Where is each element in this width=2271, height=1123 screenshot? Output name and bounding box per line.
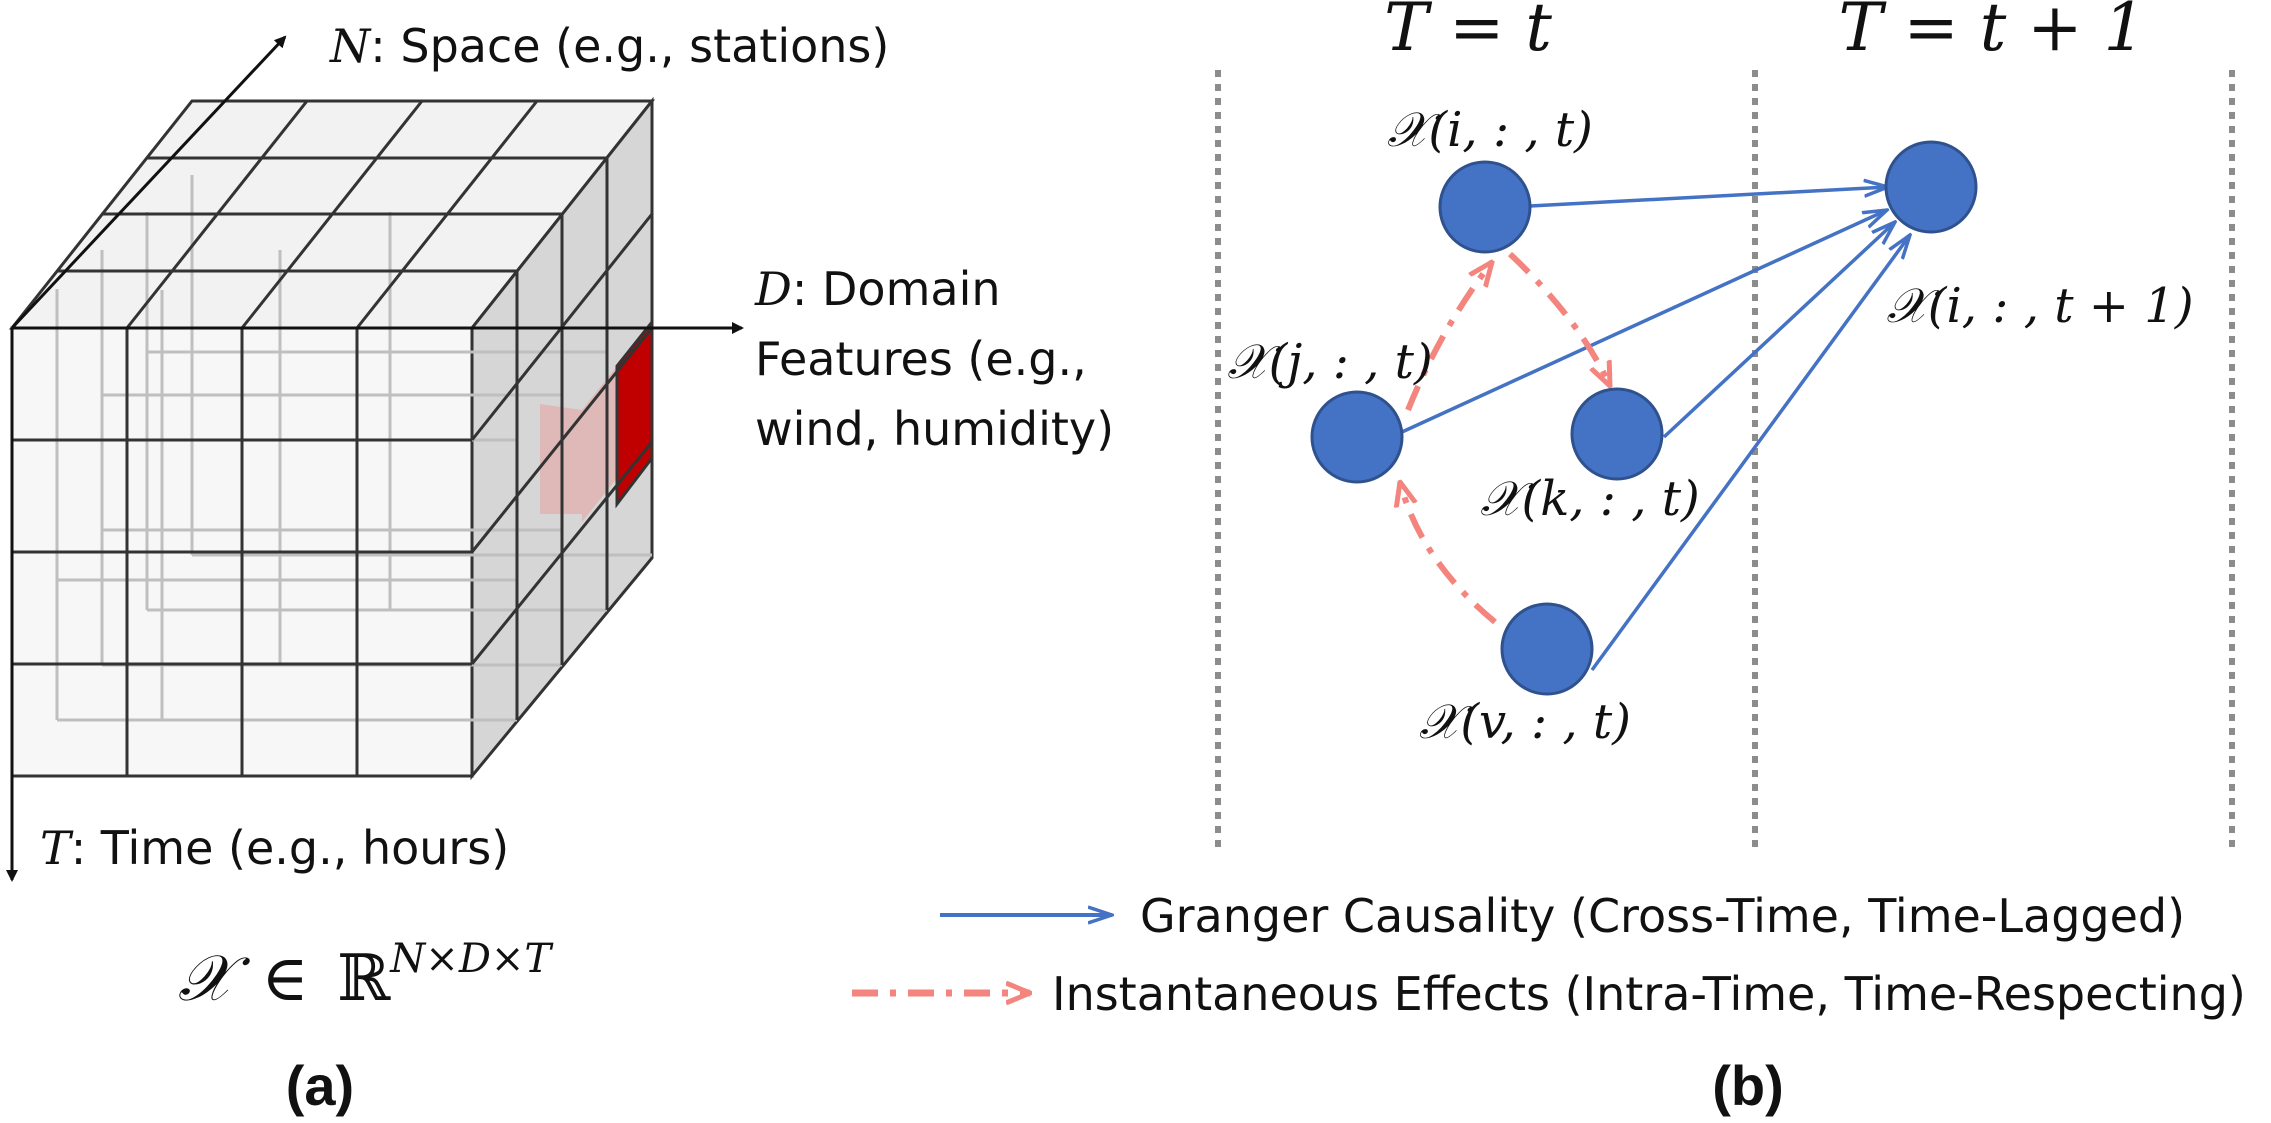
- legend: Granger Causality (Cross-Time, Time-Lagg…: [852, 889, 2246, 1021]
- formula-lhs: 𝒳: [178, 942, 251, 1016]
- axis-t-desc: : Time (e.g., hours): [71, 821, 510, 875]
- highlight-cell: [615, 317, 654, 509]
- node-label-j-t: 𝒳(j, : , t): [1227, 334, 1432, 390]
- tensor-formula: 𝒳 ∈ ℝN×D×T: [178, 936, 554, 1016]
- node-label-i-t: 𝒳(i, : , t): [1387, 102, 1593, 158]
- edge-v-to-i1: [1590, 235, 1910, 672]
- edge-k-to-i1: [1662, 222, 1895, 439]
- data-cube: [8, 96, 656, 781]
- legend-instant-label: Instantaneous Effects (Intra-Time, Time-…: [1052, 967, 2246, 1021]
- highlight-slab-shadow: [540, 366, 617, 522]
- panel-a: N: Space (e.g., stations) D: Domain Feat…: [6, 19, 1114, 1117]
- node-j-t: [1310, 390, 1404, 484]
- cube-right-grid: [470, 158, 654, 720]
- cube-front-grid: [12, 328, 472, 776]
- axis-d-label-line1: D: Domain: [754, 262, 1001, 316]
- panel-a-label: (a): [286, 1054, 354, 1117]
- granger-edges: [1401, 187, 1910, 672]
- instant-edges: [1400, 251, 1613, 625]
- axis-t-var: T: [40, 821, 74, 875]
- axis-d-label-line2: Features (e.g.,: [755, 332, 1087, 386]
- edge-v-to-j: [1400, 482, 1497, 625]
- node-label-v-t: 𝒳(v, : , t): [1419, 694, 1631, 750]
- panel-b: T = t T = t + 1 𝒳(i, : , t) 𝒳(j, : , t) …: [852, 0, 2246, 1117]
- column-header-t: T = t: [1384, 0, 1552, 66]
- axis-n-arrow: [10, 35, 287, 330]
- node-i-t: [1438, 160, 1532, 254]
- column-header-t-plus-1: T = t + 1: [1838, 0, 2145, 66]
- axis-n-desc: : Space (e.g., stations): [370, 19, 889, 73]
- node-k-t: [1570, 387, 1664, 481]
- node-i-t1: [1884, 140, 1978, 234]
- axis-t-label: T: Time (e.g., hours): [40, 821, 509, 875]
- formula-in: ∈: [261, 942, 308, 1016]
- edge-j-to-i: [1405, 262, 1492, 412]
- axis-d-var: D: [754, 262, 792, 316]
- formula-set: ℝ: [337, 942, 391, 1016]
- legend-granger-label: Granger Causality (Cross-Time, Time-Lagg…: [1140, 889, 2185, 943]
- axis-n-var: N: [329, 19, 372, 73]
- axis-n-label: N: Space (e.g., stations): [329, 19, 889, 73]
- panel-b-label: (b): [1712, 1054, 1784, 1117]
- axis-d-label-line3: wind, humidity): [755, 402, 1114, 456]
- cube-top-grid: [57, 100, 607, 329]
- axis-d-desc-1: : Domain: [792, 262, 1001, 316]
- formula-exp: N×D×T: [389, 936, 554, 982]
- node-label-i-t1: 𝒳(i, : , t + 1): [1886, 278, 2193, 334]
- node-label-k-t: 𝒳(k, : , t): [1480, 471, 1700, 527]
- node-v-t: [1500, 602, 1594, 696]
- edge-i-to-k: [1507, 251, 1613, 386]
- edge-j-to-i1: [1401, 210, 1887, 434]
- edge-i-to-i1: [1529, 187, 1888, 208]
